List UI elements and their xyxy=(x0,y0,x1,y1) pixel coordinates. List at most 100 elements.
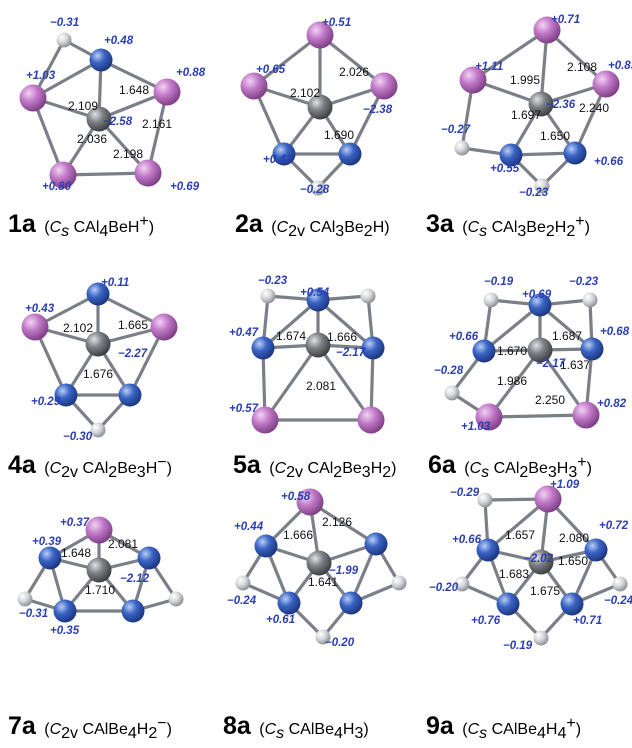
bond xyxy=(316,298,375,350)
bond-length-label: 1.648 xyxy=(61,546,91,560)
charge-label: +0.66 xyxy=(449,331,479,343)
bond-length-label: 1.710 xyxy=(85,583,115,597)
atom-aluminum xyxy=(19,84,47,112)
atom-aluminum xyxy=(21,313,49,341)
charge-label: +1.09 xyxy=(550,479,580,491)
bond-length-label: 2.081 xyxy=(306,379,336,393)
atom-carbon xyxy=(528,91,554,117)
charge-label: −0.23 xyxy=(569,276,599,288)
atom-aluminum xyxy=(370,72,398,100)
atom-aluminum xyxy=(85,516,113,544)
atom-hydrogen xyxy=(260,288,276,304)
charge-label: +0.83 xyxy=(608,60,632,72)
atom-beryllium xyxy=(272,142,296,166)
atom-beryllium xyxy=(563,141,587,165)
caption-label: 1a xyxy=(8,210,37,238)
charge-label: +0.69 xyxy=(170,181,200,193)
charge-label: −2.02 xyxy=(524,553,554,565)
charge-label: −1.99 xyxy=(329,565,359,577)
charge-label: −0.19 xyxy=(503,640,533,652)
atom-beryllium xyxy=(364,532,388,556)
symmetry-label: C xyxy=(468,219,480,236)
caption-label: 7a xyxy=(8,712,37,740)
atom-beryllium xyxy=(472,339,496,363)
atom-beryllium xyxy=(53,599,77,623)
caption-6a: 6a (Cs CAl2Be3H3+) xyxy=(428,451,592,481)
charge-label: +1.11 xyxy=(475,61,503,73)
atom-beryllium xyxy=(54,383,78,407)
caption-label: 4a xyxy=(8,451,37,479)
charge-label: +0.68 xyxy=(600,326,630,338)
bond-length-label: 1.995 xyxy=(510,73,540,87)
bond xyxy=(487,348,542,419)
caption-label: 8a xyxy=(223,712,252,740)
bond-length-label: 1.697 xyxy=(511,108,541,122)
atom-hydrogen xyxy=(534,178,550,194)
atom-hydrogen xyxy=(315,629,331,645)
charge-label: +0.72 xyxy=(599,520,629,532)
bond-length-label: 2.109 xyxy=(68,99,98,113)
atom-hydrogen xyxy=(168,591,184,607)
bond xyxy=(316,343,373,422)
bond-length-label: 1.666 xyxy=(327,330,357,344)
atom-aluminum xyxy=(251,406,279,434)
atom-hydrogen xyxy=(444,385,460,401)
atom-aluminum xyxy=(533,16,561,44)
bond-length-label: 2.250 xyxy=(535,393,565,407)
charge-label: −0.23 xyxy=(258,275,288,287)
atom-hydrogen xyxy=(533,630,549,646)
symmetry-label: C xyxy=(275,460,287,477)
atom-carbon xyxy=(85,331,111,357)
charge-label: +1.03 xyxy=(461,421,491,433)
atom-aluminum xyxy=(296,488,324,516)
bond xyxy=(252,33,322,88)
atom-aluminum xyxy=(306,21,334,49)
bond-length-label: 1.665 xyxy=(118,318,148,332)
atom-beryllium xyxy=(560,592,584,616)
bond xyxy=(146,90,169,175)
charge-label: +0.82 xyxy=(597,398,627,410)
charge-label: −0.29 xyxy=(450,487,480,499)
bond-length-label: 2.081 xyxy=(108,537,138,551)
bond-length-label: 2.080 xyxy=(559,531,589,545)
charge-label: −2.38 xyxy=(363,104,393,116)
bond xyxy=(261,298,320,350)
symmetry-label: C xyxy=(265,721,277,738)
bond-length-label: 1.690 xyxy=(324,128,354,142)
symmetry-label: C xyxy=(468,721,480,738)
atom-beryllium xyxy=(499,143,523,167)
bond-length-label: 1.687 xyxy=(552,329,582,343)
atom-carbon xyxy=(86,106,112,132)
atom-beryllium xyxy=(584,538,608,562)
charge-label: +0.65 xyxy=(256,64,286,76)
caption-3a: 3a (Cs CAl3Be2H2+) xyxy=(426,210,590,240)
bond-length-label: 2.161 xyxy=(142,117,172,131)
bond-length-label: 2.102 xyxy=(63,321,93,335)
charge-label: −2.17 xyxy=(536,358,566,370)
bond-length-label: 1.986 xyxy=(497,374,527,388)
bond-length-label: 2.198 xyxy=(113,147,143,161)
charge-label: −2.27 xyxy=(118,348,148,360)
atom-aluminum xyxy=(134,159,162,187)
atom-hydrogen xyxy=(56,32,72,48)
charge-label: +0.66 xyxy=(594,156,624,168)
bond xyxy=(263,343,320,422)
charge-label: +0.37 xyxy=(60,517,90,529)
structure-8a: 1.6662.1261.641+0.58+0.44−1.99−0.24+0.61… xyxy=(227,488,407,649)
atom-hydrogen xyxy=(612,576,628,592)
charge-label: −2.17 xyxy=(336,347,366,359)
caption-7a: 7a (C2v CAlBe4H2−) xyxy=(8,712,172,742)
bond-length-label: 1.657 xyxy=(505,528,535,542)
atom-beryllium xyxy=(254,534,278,558)
atom-aluminum xyxy=(534,485,562,513)
charge-label: +0.69 xyxy=(522,289,552,301)
charge-label: +0.47 xyxy=(229,327,259,339)
bond xyxy=(482,303,542,353)
bond xyxy=(471,28,549,82)
atom-hydrogen xyxy=(391,575,407,591)
caption-label: 9a xyxy=(426,712,455,740)
charge-label: +0.88 xyxy=(176,67,206,79)
charge-label: −0.28 xyxy=(300,184,330,196)
charge-label: −0.24 xyxy=(227,595,257,607)
